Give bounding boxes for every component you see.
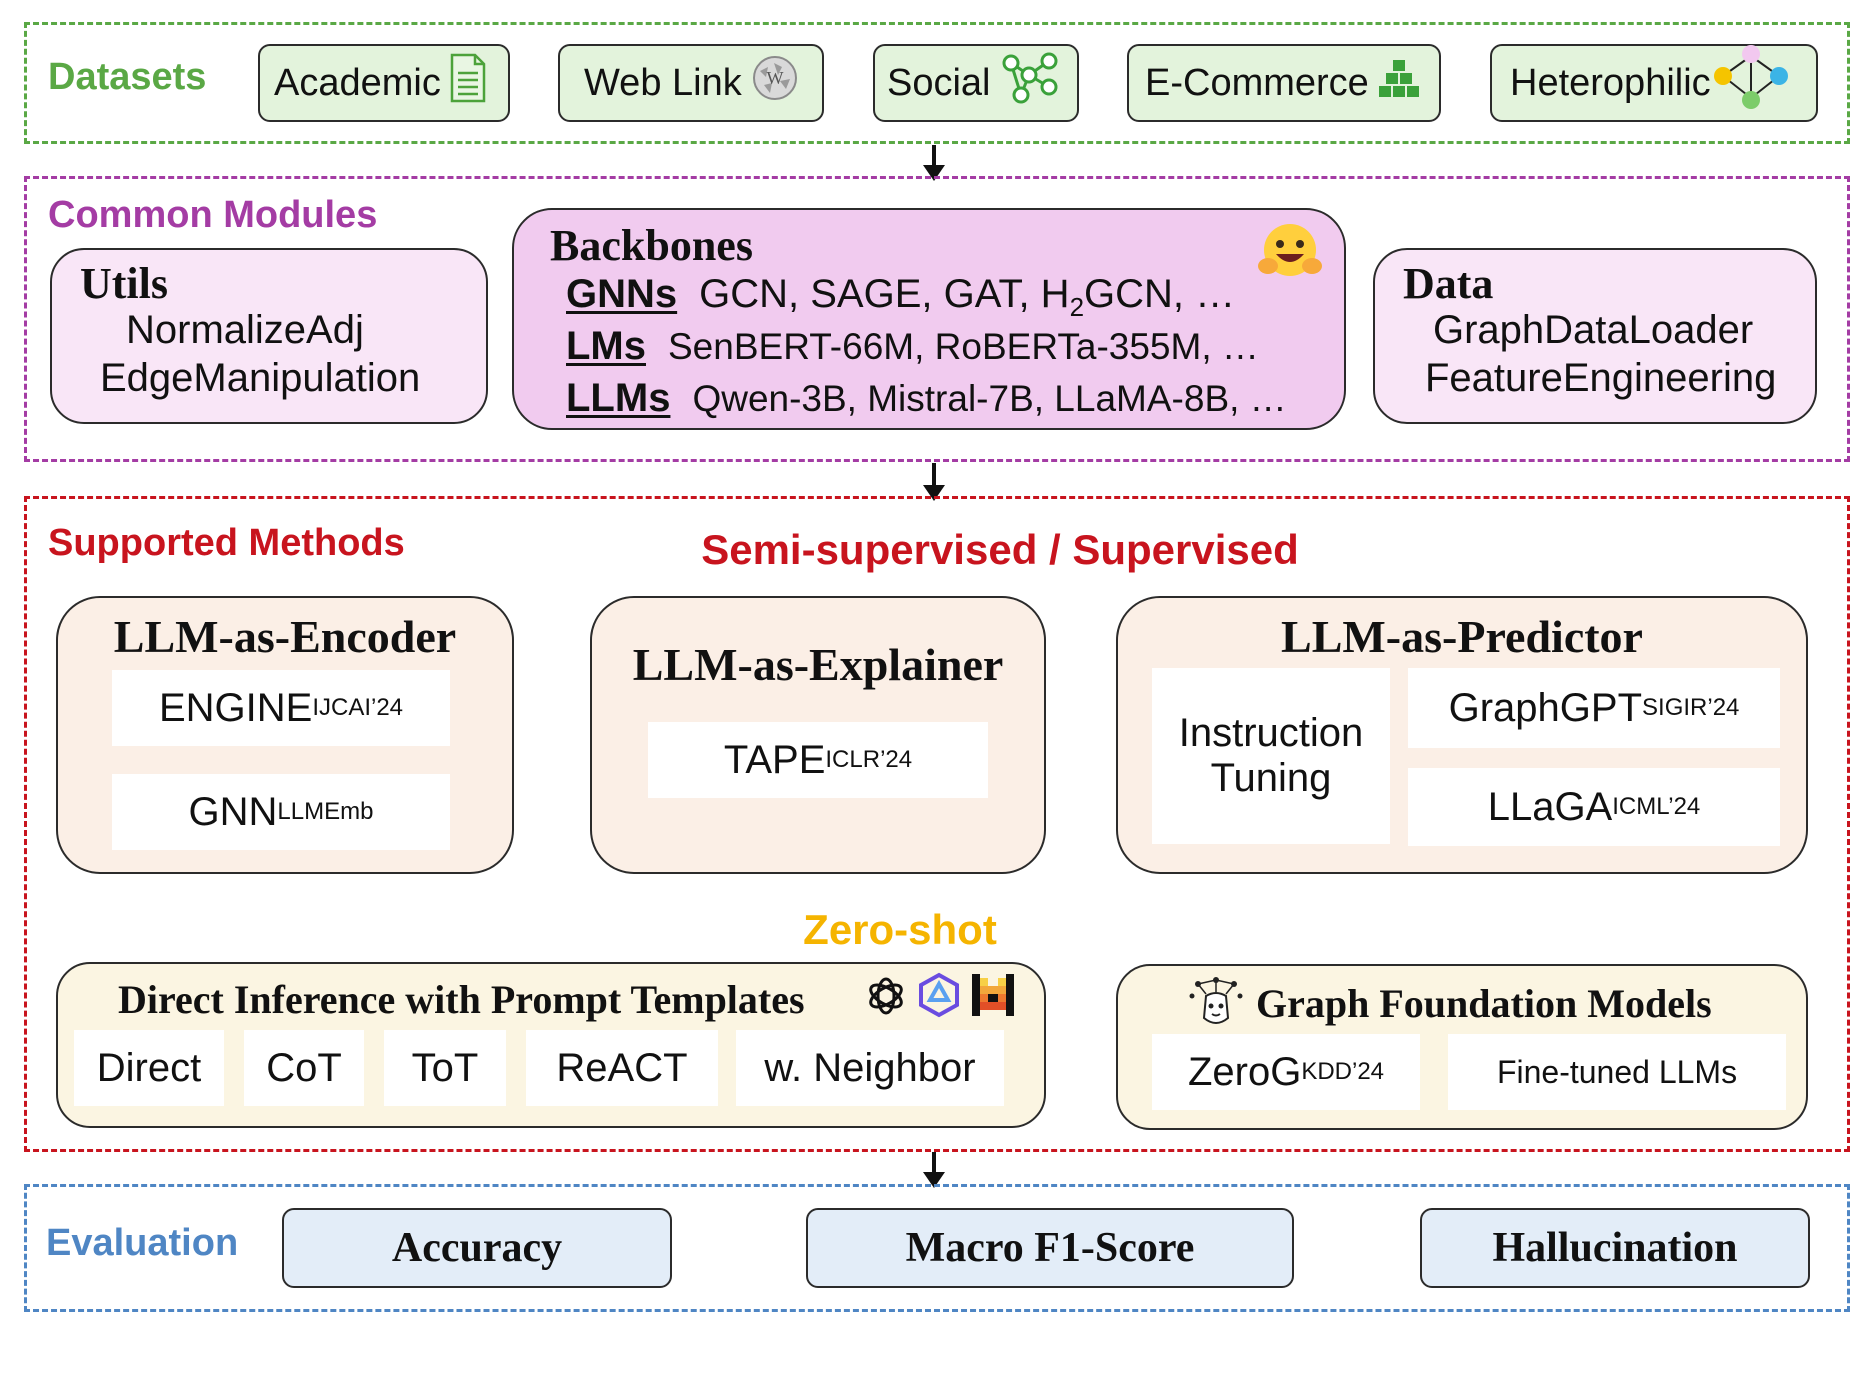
utils-title: Utils — [80, 259, 168, 308]
hugging-face-icon — [1256, 218, 1324, 287]
flow-arrow-2 — [923, 463, 945, 501]
wikipedia-globe-icon: W — [750, 53, 800, 113]
explainer-title: LLM-as-Explainer — [632, 639, 1004, 690]
dataset-label: Web Link — [584, 61, 742, 104]
backbones-box: Backbones GNNs GCN, SAGE, GAT, H2GCN, … … — [512, 208, 1346, 430]
graph-llama-icon — [1188, 974, 1244, 1035]
backbone-row-llms: LLMs Qwen-3B, Mistral-7B, LLaMA-8B, … — [566, 376, 1287, 421]
common-modules-section — [24, 176, 1850, 462]
backbone-key: LLMs — [566, 376, 671, 420]
backbone-values: SenBERT-66M, RoBERTa-355M, … — [668, 326, 1259, 367]
datasets-section — [24, 22, 1850, 144]
flow-arrow-1 — [923, 145, 945, 181]
prompt-template-cot: CoT — [244, 1030, 364, 1106]
backbone-values: Qwen-3B, Mistral-7B, LLaMA-8B, … — [692, 378, 1287, 419]
social-network-icon — [999, 49, 1061, 117]
dataset-label: E-Commerce — [1145, 61, 1369, 104]
utils-item: NormalizeAdj — [126, 308, 364, 352]
colored-graph-icon — [1711, 42, 1791, 124]
document-icon — [449, 53, 487, 113]
zero-shot-title: Zero-shot — [803, 906, 997, 953]
direct-inference-box: Direct Inference with Prompt Templates D… — [56, 962, 1046, 1128]
openai-icon — [864, 974, 908, 1023]
supported-methods-section — [24, 496, 1850, 1152]
stacked-boxes-icon — [1377, 56, 1421, 110]
metric-macro-f1: Macro F1-Score — [806, 1208, 1294, 1288]
utils-box: Utils NormalizeAdj EdgeManipulation — [50, 248, 488, 424]
backbone-row-gnns: GNNs GCN, SAGE, GAT, H2GCN, … — [566, 272, 1235, 323]
dataset-label: Academic — [274, 61, 441, 104]
semi-supervised-title: Semi-supervised / Supervised — [701, 526, 1299, 573]
data-box: Data GraphDataLoader FeatureEngineering — [1373, 248, 1817, 424]
datasets-title: Datasets — [48, 56, 207, 98]
prompt-template-direct: Direct — [74, 1030, 224, 1106]
dataset-e-commerce[interactable]: E-Commerce — [1127, 44, 1441, 122]
llm-as-predictor-box: LLM-as-Predictor Instruction Tuning Grap… — [1116, 596, 1808, 874]
metric-hallucination: Hallucination — [1420, 1208, 1810, 1288]
dataset-social[interactable]: Social — [873, 44, 1079, 122]
direct-inference-title: Direct Inference with Prompt Templates — [118, 977, 805, 1022]
data-item: GraphDataLoader — [1433, 308, 1754, 352]
data-item: FeatureEngineering — [1425, 356, 1777, 400]
common-modules-title: Common Modules — [48, 194, 378, 236]
backbones-title: Backbones — [550, 221, 753, 270]
gfm-method-fine-tuned: Fine-tuned LLMs — [1448, 1034, 1786, 1110]
mistral-icon — [970, 972, 1016, 1023]
metric-accuracy: Accuracy — [282, 1208, 672, 1288]
evaluation-section — [24, 1184, 1850, 1312]
prompt-template-react: ReACT — [526, 1030, 718, 1106]
prompt-template-tot: ToT — [384, 1030, 506, 1106]
backbone-row-lms: LMs SenBERT-66M, RoBERTa-355M, … — [566, 324, 1259, 369]
predictor-title: LLM-as-Predictor — [1281, 611, 1643, 662]
utils-item: EdgeManipulation — [100, 356, 421, 400]
dataset-label: Heterophilic — [1510, 61, 1711, 104]
encoder-title: LLM-as-Encoder — [113, 611, 457, 662]
qwen-icon — [916, 972, 962, 1023]
backbone-key: GNNs — [566, 272, 678, 316]
dataset-web-link[interactable]: Web Link W — [558, 44, 824, 122]
dataset-label: Social — [887, 61, 991, 104]
prompt-template-neighbor: w. Neighbor — [736, 1030, 1004, 1106]
gfm-title: Graph Foundation Models — [1256, 981, 1712, 1026]
flow-arrow-3 — [923, 1152, 945, 1188]
dataset-academic[interactable]: Academic — [258, 44, 510, 122]
supported-methods-title: Supported Methods — [48, 522, 405, 564]
instruction-tuning-box: Instruction Tuning — [1152, 668, 1390, 844]
backbone-key: LMs — [566, 324, 646, 368]
backbone-values: GCN, SAGE, GAT, H2GCN, … — [699, 272, 1236, 322]
svg-text:W: W — [766, 68, 783, 88]
dataset-heterophilic[interactable]: Heterophilic — [1490, 44, 1818, 122]
evaluation-title: Evaluation — [46, 1222, 239, 1264]
data-title: Data — [1403, 259, 1494, 308]
